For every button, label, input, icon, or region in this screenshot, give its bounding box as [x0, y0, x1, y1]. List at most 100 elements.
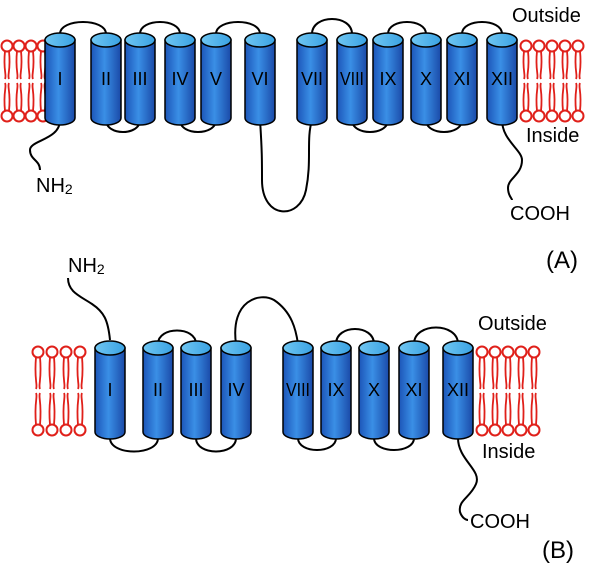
helix-cap: [398, 340, 430, 356]
lipid-tail: [548, 50, 552, 80]
helix-body: [282, 347, 314, 440]
helix-label: IX: [327, 380, 344, 400]
helix-label: XII: [491, 69, 513, 89]
lipid-molecule-pair: [501, 345, 515, 437]
lipid-tail: [504, 356, 508, 390]
lipid-tail: [495, 392, 499, 426]
loop-5-6: [215, 21, 261, 35]
lipid-tail: [565, 82, 569, 112]
lipid-tail: [539, 82, 543, 112]
lipid-head: [545, 39, 559, 53]
helix-a-IV: IV: [164, 32, 196, 126]
loop-b-1-2: [109, 437, 159, 453]
n-terminus-label-b: NH2: [68, 255, 105, 277]
lipid-tail: [48, 392, 52, 426]
lipid-tail: [31, 50, 35, 80]
lipid-tail: [27, 50, 31, 80]
lipid-molecule-pair: [519, 39, 533, 123]
lipid-tail: [7, 50, 11, 80]
lipid-tail: [15, 50, 19, 80]
helix-a-II: II: [90, 32, 122, 126]
lipid-tail: [3, 82, 7, 112]
helix-body: [44, 39, 76, 126]
lipid-tail: [76, 392, 80, 426]
lipid-tail: [482, 356, 486, 390]
lipid-head: [24, 109, 38, 123]
lipid-tail: [491, 392, 495, 426]
lipid-tail: [62, 392, 66, 426]
lipid-tail: [578, 82, 582, 112]
lipid-molecule-pair: [527, 345, 541, 437]
helix-a-I: I: [44, 32, 76, 126]
lipid-head: [475, 423, 489, 437]
lipid-tail: [52, 356, 56, 390]
helix-body: [336, 39, 368, 126]
helix-body: [410, 39, 442, 126]
helix-body: [200, 39, 232, 126]
lipid-tail: [574, 82, 578, 112]
helix-b-IX: IX: [320, 340, 352, 440]
lipid-tail: [39, 82, 43, 112]
n-terminal-tail: [28, 119, 61, 171]
lipid-tail: [535, 50, 539, 80]
lipid-tail: [66, 356, 70, 390]
lipid-head: [59, 423, 73, 437]
lipid-molecule-pair: [73, 345, 87, 437]
n-terminus-text-a: NH2: [36, 175, 73, 197]
helix-body: [220, 347, 252, 440]
lipid-head: [488, 423, 502, 437]
helix-cap: [90, 32, 122, 48]
helix-label: XII: [447, 380, 469, 400]
lipid-tail: [491, 356, 495, 390]
lipid-tail: [561, 50, 565, 80]
lipid-tail: [504, 392, 508, 426]
helix-label: V: [210, 69, 222, 89]
helix-label: I: [57, 69, 62, 89]
helix-body: [446, 39, 478, 126]
helix-cap: [486, 32, 518, 48]
lipid-head: [73, 345, 87, 359]
helix-body: [398, 347, 430, 440]
loop-b-3-4: [195, 437, 237, 453]
membrane-right-a: [519, 39, 585, 123]
lipid-tail: [517, 392, 521, 426]
lipid-molecule-pair: [0, 39, 14, 123]
c-terminal-tail-b: [457, 437, 478, 521]
helix-cap: [410, 32, 442, 48]
lipid-head: [532, 109, 546, 123]
lipid-molecule-pair: [59, 345, 73, 437]
helix-cap: [296, 32, 328, 48]
lipid-head: [527, 423, 541, 437]
helix-label: IV: [171, 69, 188, 89]
lipid-molecule-pair: [558, 39, 572, 123]
lipid-molecule-pair: [24, 39, 38, 123]
helix-label: III: [132, 69, 147, 89]
lipid-tail: [38, 392, 42, 426]
lipid-tail: [535, 82, 539, 112]
loop-7-8: [311, 18, 353, 35]
lipid-tail: [534, 356, 538, 390]
lipid-head: [12, 39, 26, 53]
lipid-tail: [38, 356, 42, 390]
helix-cap: [200, 32, 232, 48]
lipid-tail: [552, 50, 556, 80]
lipid-head: [558, 39, 572, 53]
lipid-molecule-pair: [571, 39, 585, 123]
lipid-tail: [39, 50, 43, 80]
lipid-tail: [31, 82, 35, 112]
lipid-tail: [561, 82, 565, 112]
helix-label: X: [420, 69, 432, 89]
lipid-molecule-pair: [31, 345, 45, 437]
helix-a-XI: XI: [446, 32, 478, 126]
helix-b-II: II: [142, 340, 174, 440]
helix-label: XI: [453, 69, 470, 89]
lipid-head: [501, 345, 515, 359]
lipid-tail: [522, 82, 526, 112]
lipid-tail: [48, 356, 52, 390]
helix-cap: [358, 340, 390, 356]
lipid-head: [571, 39, 585, 53]
helix-label: IX: [379, 69, 396, 89]
helix-a-XII: XII: [486, 32, 518, 126]
